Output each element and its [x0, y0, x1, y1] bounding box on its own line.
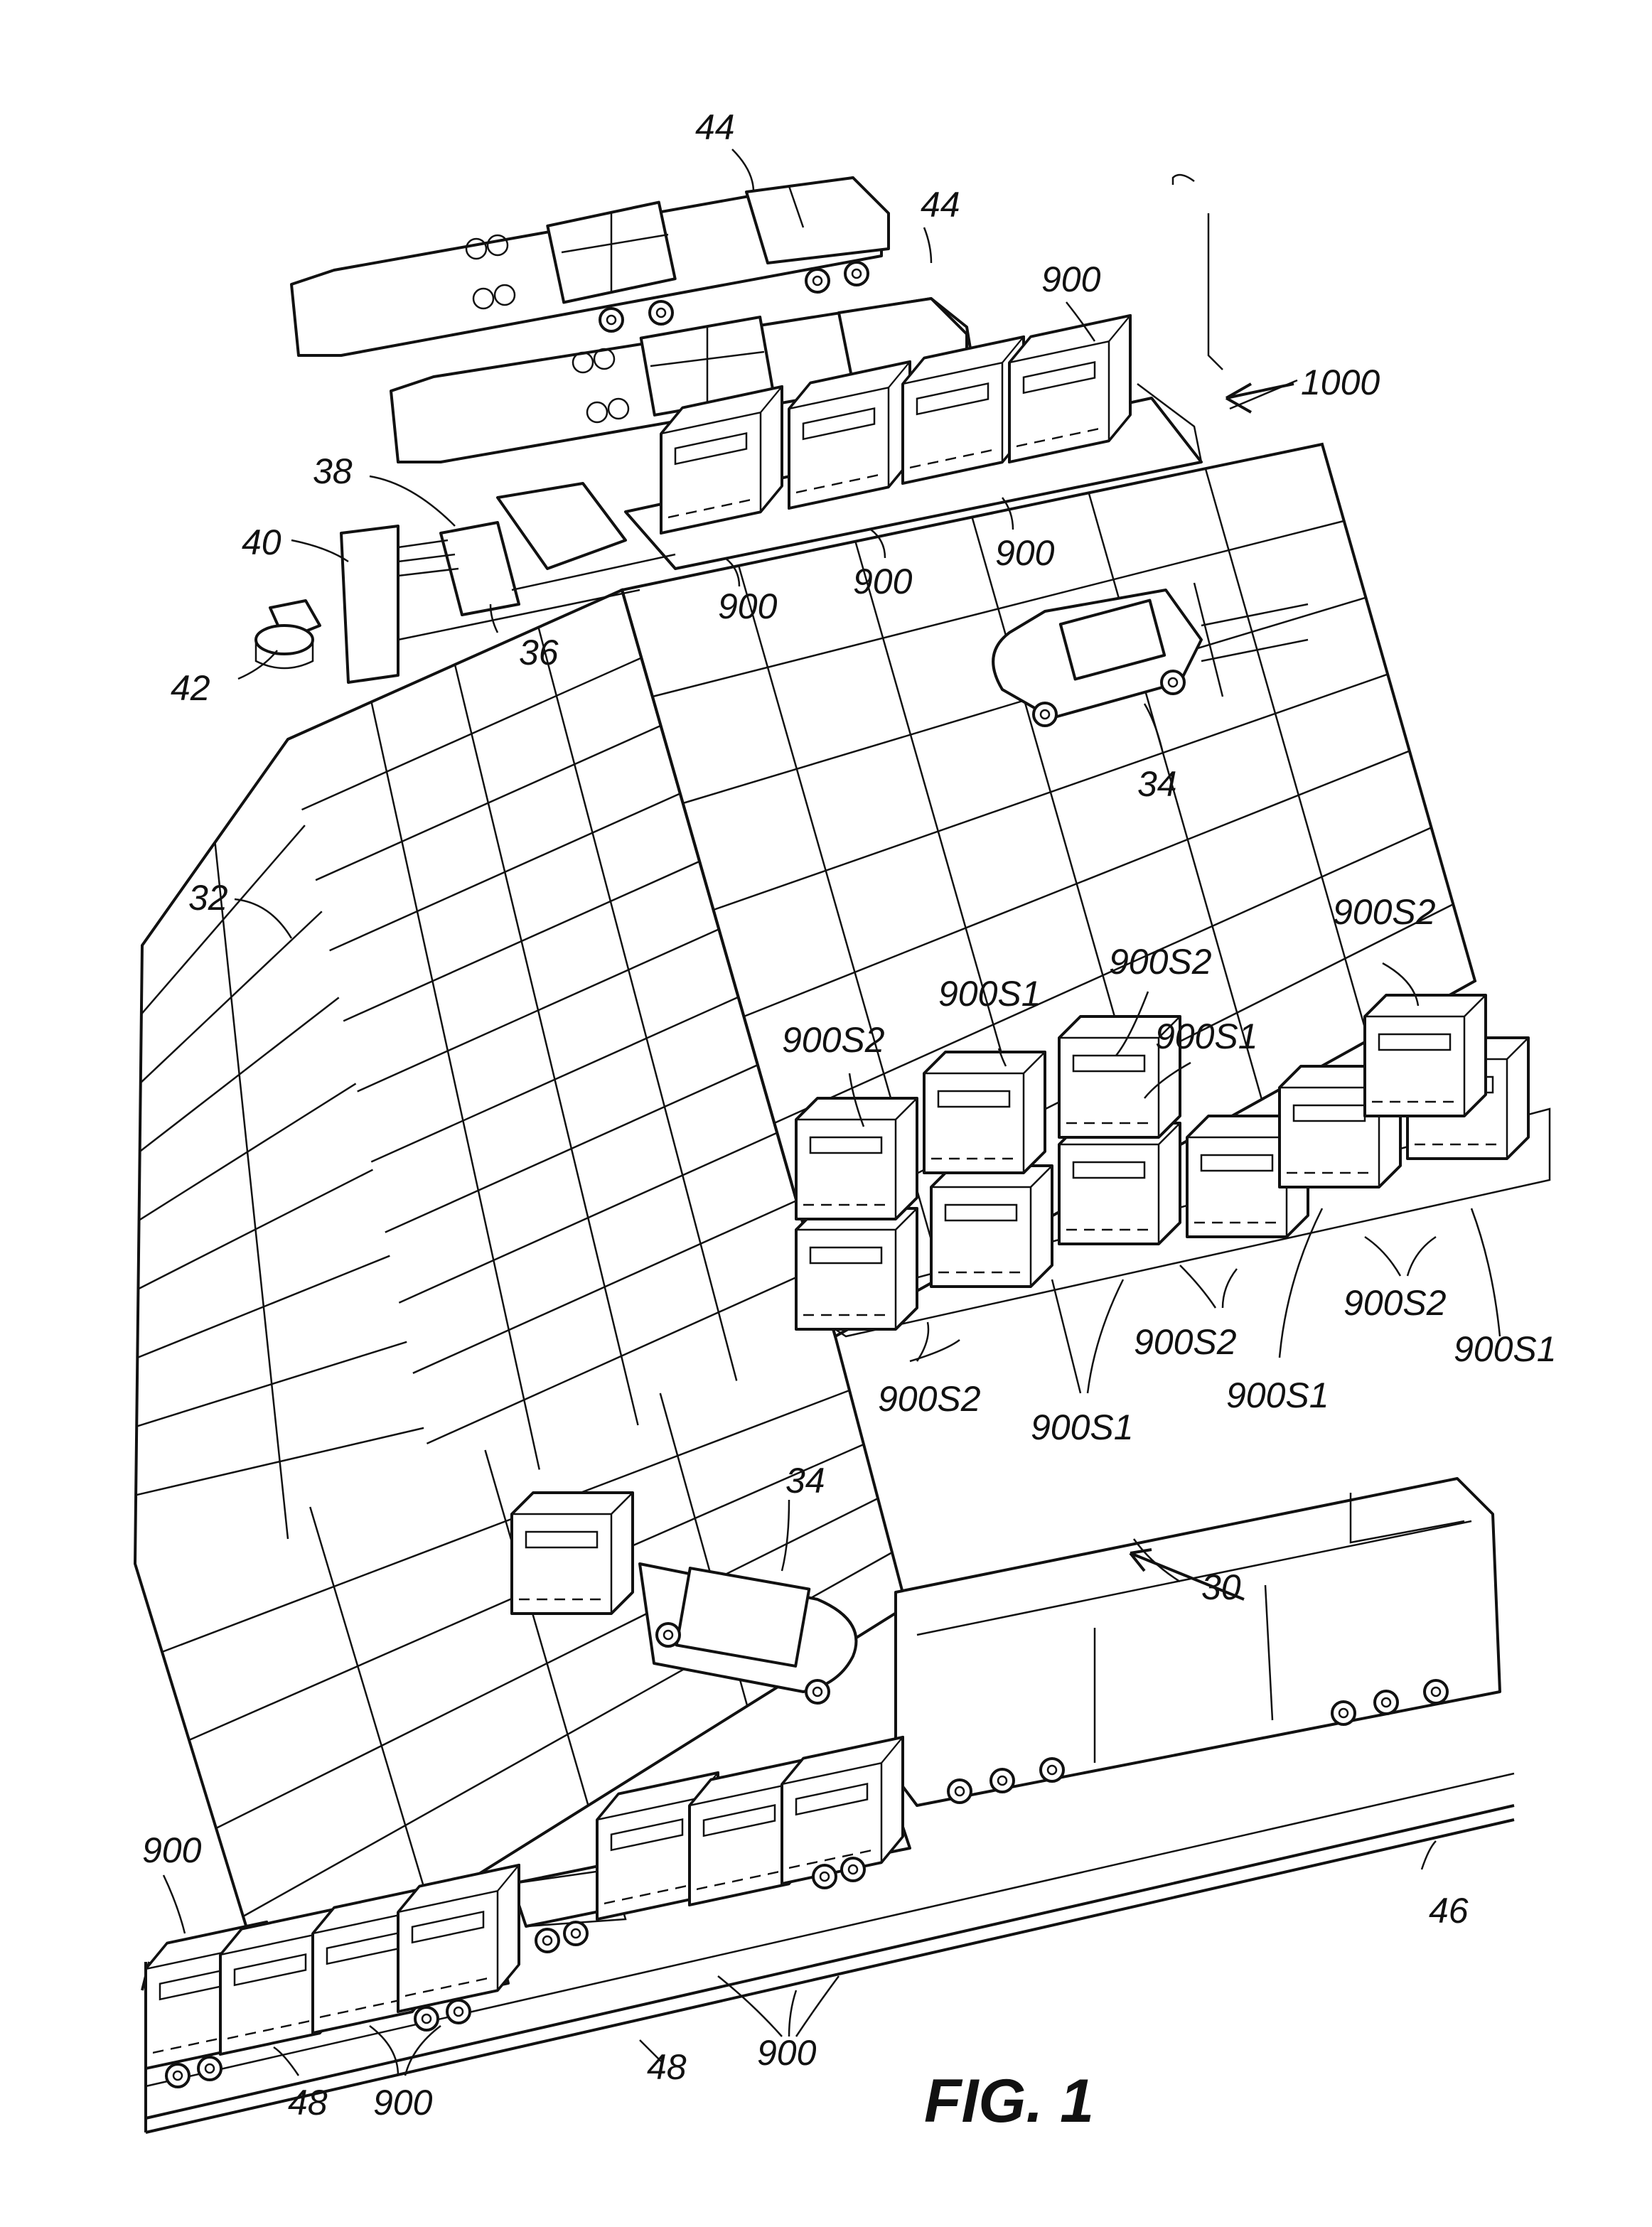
label-38: 38 — [313, 451, 353, 491]
label-48-left: 48 — [288, 2083, 328, 2123]
label-900-trailer-b: 900 — [853, 562, 913, 601]
locomotive — [896, 1479, 1500, 1805]
forklift-lower — [512, 1493, 856, 1703]
proppant-handling-equipment — [256, 483, 675, 682]
label-900-rail-mid: 900 — [757, 2033, 817, 2073]
label-34-lower: 34 — [785, 1461, 825, 1501]
label-900S1-lower-d: 900S1 — [1226, 1375, 1329, 1415]
label-900S2-lower-a: 900S2 — [878, 1379, 981, 1419]
label-42: 42 — [171, 668, 210, 708]
label-48-mid: 48 — [647, 2047, 687, 2087]
label-900S1-upper-c: 900S1 — [1155, 1016, 1258, 1056]
label-900-rail-left-bottom: 900 — [373, 2083, 433, 2123]
label-1000: 1000 — [1301, 363, 1380, 402]
label-34-upper: 34 — [1137, 764, 1177, 804]
label-900S1-lower-b: 900S1 — [1031, 1407, 1134, 1447]
label-46: 46 — [1429, 1891, 1469, 1931]
label-900S1-upper-a: 900S1 — [938, 974, 1041, 1014]
arrow-1000 — [1226, 384, 1294, 412]
railcar-mid — [512, 1737, 910, 1952]
label-900S2-lower-e: 900S2 — [1343, 1283, 1447, 1323]
label-900-trailer-a: 900 — [718, 586, 778, 626]
label-900-rail-left-top: 900 — [142, 1830, 202, 1870]
label-40: 40 — [242, 522, 281, 562]
label-900-top-right: 900 — [1041, 259, 1101, 299]
forklift-upper — [993, 583, 1308, 726]
label-44-second: 44 — [921, 185, 960, 225]
label-900S2-upper-b: 900S2 — [1109, 942, 1212, 982]
label-900-trailer-c: 900 — [995, 533, 1055, 573]
label-44-top: 44 — [695, 107, 735, 147]
figure-title: FIG. 1 — [924, 2067, 1094, 2135]
label-900S1-lower-f: 900S1 — [1454, 1329, 1557, 1369]
label-900S2-upper-right: 900S2 — [1333, 892, 1436, 932]
railcar-left — [146, 1865, 519, 2087]
conveyor — [498, 483, 626, 569]
label-900S2-lower-c: 900S2 — [1134, 1322, 1237, 1362]
label-30: 30 — [1201, 1567, 1241, 1607]
label-900S2-upper-left: 900S2 — [782, 1020, 885, 1060]
label-32: 32 — [188, 878, 228, 918]
blender — [341, 526, 398, 682]
label-36: 36 — [519, 633, 559, 672]
